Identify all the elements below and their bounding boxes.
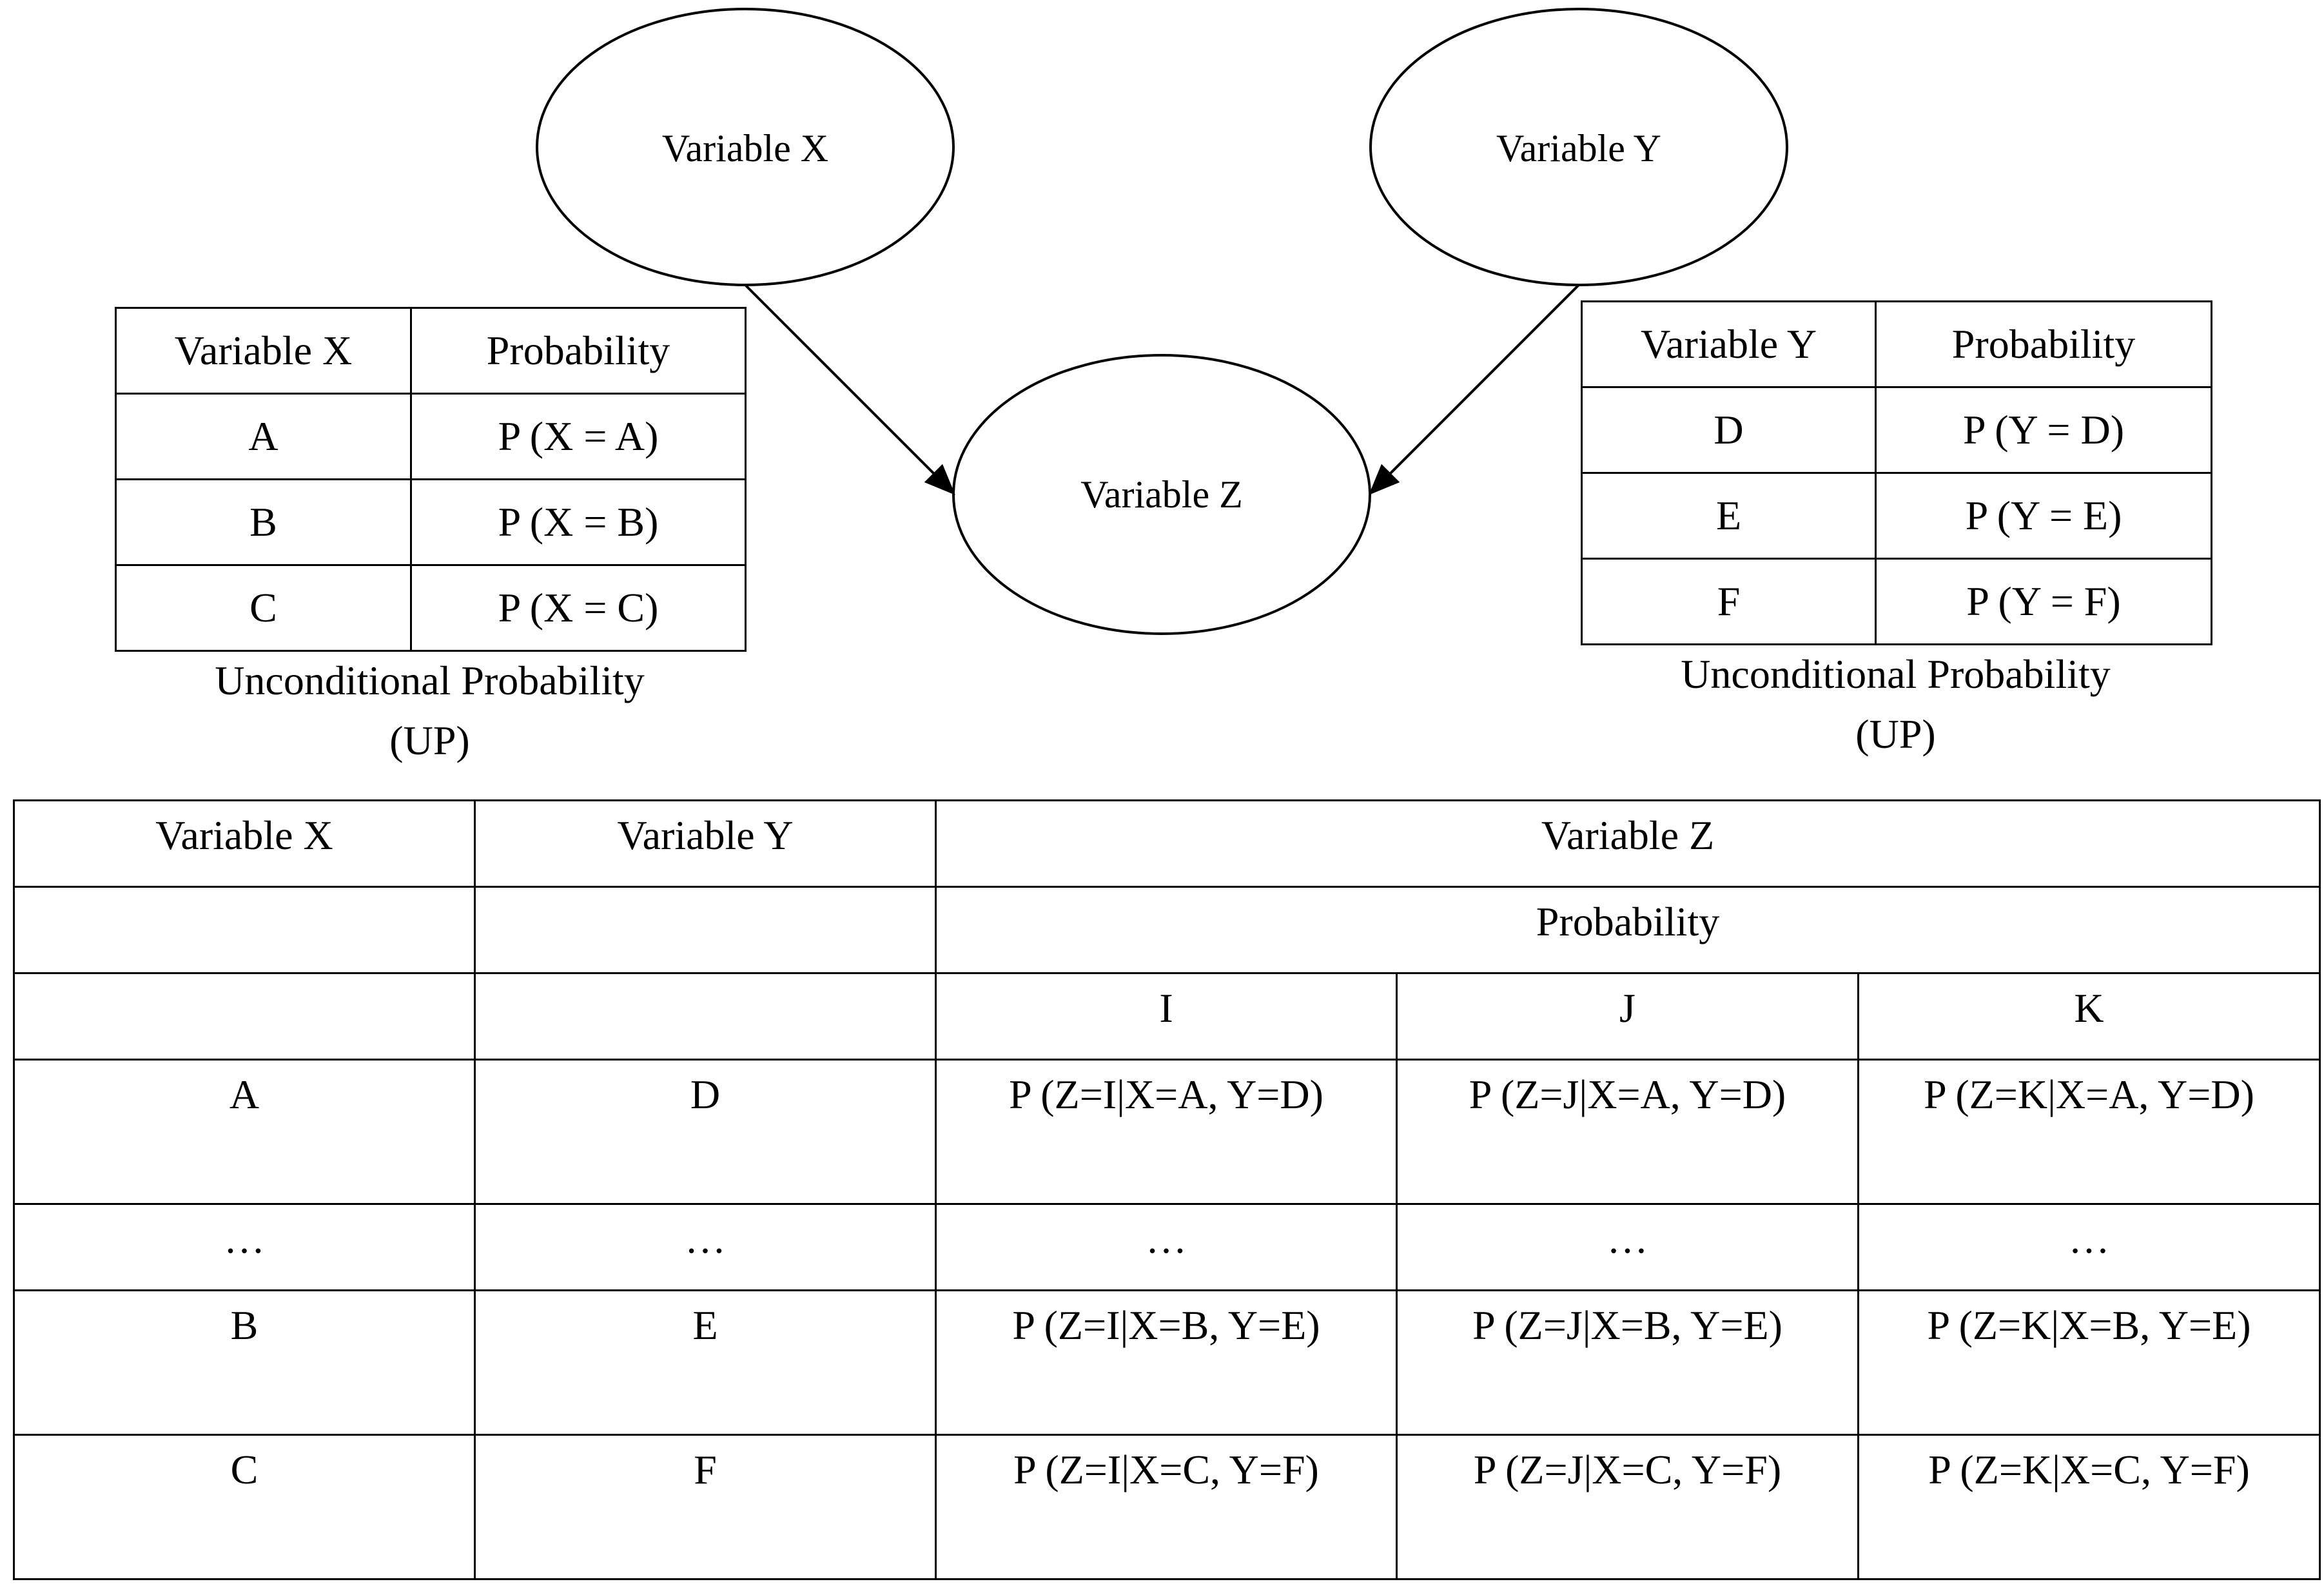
table-z-cell: … bbox=[935, 1203, 1398, 1291]
node-variable-y: Variable Y bbox=[1369, 8, 1788, 286]
table-z-cell: P (Z=J|X=C, Y=F) bbox=[1396, 1434, 1859, 1580]
node-variable-x-label: Variable X bbox=[662, 127, 828, 170]
table-z-cell: C bbox=[13, 1434, 476, 1580]
table-row: A D P (Z=I|X=A, Y=D) P (Z=J|X=A, Y=D) P … bbox=[13, 1059, 2321, 1205]
table-z-cell: B bbox=[13, 1289, 476, 1436]
table-z-cell: P (Z=J|X=B, Y=E) bbox=[1396, 1289, 1859, 1436]
table-x-caption-line1: Unconditional Probability bbox=[215, 658, 645, 703]
table-z-cell: D bbox=[474, 1059, 937, 1205]
table-row: F P (Y = F) bbox=[1581, 558, 2212, 645]
table-z-cell: F bbox=[474, 1434, 937, 1580]
table-y-cell: E bbox=[1581, 472, 1877, 560]
table-y-cell: P (Y = F) bbox=[1875, 558, 2212, 645]
table-z-state-header: J bbox=[1396, 972, 1859, 1061]
table-z-header-y: Variable Y bbox=[474, 799, 937, 888]
table-z-header-z: Variable Z bbox=[935, 799, 2321, 888]
table-y-header-probability: Probability bbox=[1875, 300, 2212, 388]
table-x-cell: P (X = B) bbox=[410, 478, 747, 566]
table-x-header-variable: Variable X bbox=[115, 307, 412, 395]
table-z-cell: … bbox=[1396, 1203, 1859, 1291]
table-z-state-header: K bbox=[1857, 972, 2321, 1061]
table-z-cell: A bbox=[13, 1059, 476, 1205]
table-z-cell: P (Z=I|X=C, Y=F) bbox=[935, 1434, 1398, 1580]
table-x-cell: A bbox=[115, 393, 412, 480]
table-z-cell: P (Z=K|X=B, Y=E) bbox=[1857, 1289, 2321, 1436]
node-variable-z-label: Variable Z bbox=[1080, 473, 1243, 516]
node-variable-z: Variable Z bbox=[952, 354, 1371, 635]
table-z-cell: … bbox=[13, 1203, 476, 1291]
table-y-cell: F bbox=[1581, 558, 1877, 645]
table-row: B P (X = B) bbox=[115, 478, 747, 566]
table-x-caption: Unconditional Probability (UP) bbox=[115, 651, 745, 771]
table-z-empty-cell bbox=[474, 886, 937, 974]
table-y-cell: P (Y = D) bbox=[1875, 386, 2212, 474]
table-row: A P (X = A) bbox=[115, 393, 747, 480]
table-x-caption-line2: (UP) bbox=[389, 717, 470, 763]
table-z-cell: P (Z=I|X=A, Y=D) bbox=[935, 1059, 1398, 1205]
table-z-header-x: Variable X bbox=[13, 799, 476, 888]
table-z-empty-cell bbox=[13, 972, 476, 1061]
table-row: D P (Y = D) bbox=[1581, 386, 2212, 474]
table-y-cell: P (Y = E) bbox=[1875, 472, 2212, 560]
table-z-cell: E bbox=[474, 1289, 937, 1436]
table-x-cell: P (X = A) bbox=[410, 393, 747, 480]
table-variable-y: Variable Y Probability D P (Y = D) E P (… bbox=[1581, 300, 2212, 645]
table-variable-x: Variable X Probability A P (X = A) B P (… bbox=[115, 307, 747, 652]
table-x-cell: P (X = C) bbox=[410, 564, 747, 652]
table-z-cell: … bbox=[474, 1203, 937, 1291]
table-row: E P (Y = E) bbox=[1581, 472, 2212, 560]
table-y-caption-line2: (UP) bbox=[1855, 710, 1936, 757]
table-row: B E P (Z=I|X=B, Y=E) P (Z=J|X=B, Y=E) P … bbox=[13, 1289, 2321, 1436]
table-x-cell: C bbox=[115, 564, 412, 652]
table-z-cell: P (Z=I|X=B, Y=E) bbox=[935, 1289, 1398, 1436]
table-row: C F P (Z=I|X=C, Y=F) P (Z=J|X=C, Y=F) P … bbox=[13, 1434, 2321, 1580]
table-x-header-probability: Probability bbox=[410, 307, 747, 395]
table-y-caption: Unconditional Probability (UP) bbox=[1581, 645, 2211, 765]
node-variable-y-label: Variable Y bbox=[1496, 127, 1661, 170]
table-z-cell: P (Z=K|X=C, Y=F) bbox=[1857, 1434, 2321, 1580]
table-z-cell: P (Z=J|X=A, Y=D) bbox=[1396, 1059, 1859, 1205]
table-z-cell: … bbox=[1857, 1203, 2321, 1291]
table-z-probability-header: Probability bbox=[935, 886, 2321, 974]
table-row: … … … … … bbox=[13, 1203, 2321, 1291]
table-y-cell: D bbox=[1581, 386, 1877, 474]
table-z-empty-cell bbox=[474, 972, 937, 1061]
table-row: C P (X = C) bbox=[115, 564, 747, 652]
table-z-cell: P (Z=K|X=A, Y=D) bbox=[1857, 1059, 2321, 1205]
node-variable-x: Variable X bbox=[536, 8, 955, 286]
edge-x-to-z bbox=[744, 284, 955, 495]
table-z-state-header: I bbox=[935, 972, 1398, 1061]
table-y-caption-line1: Unconditional Probability bbox=[1681, 651, 2111, 697]
table-y-header-variable: Variable Y bbox=[1581, 300, 1877, 388]
table-z-empty-cell bbox=[13, 886, 476, 974]
edge-y-to-z bbox=[1369, 284, 1580, 495]
table-variable-z: Variable X Variable Y Variable Z Probabi… bbox=[13, 799, 2321, 1580]
table-x-cell: B bbox=[115, 478, 412, 566]
